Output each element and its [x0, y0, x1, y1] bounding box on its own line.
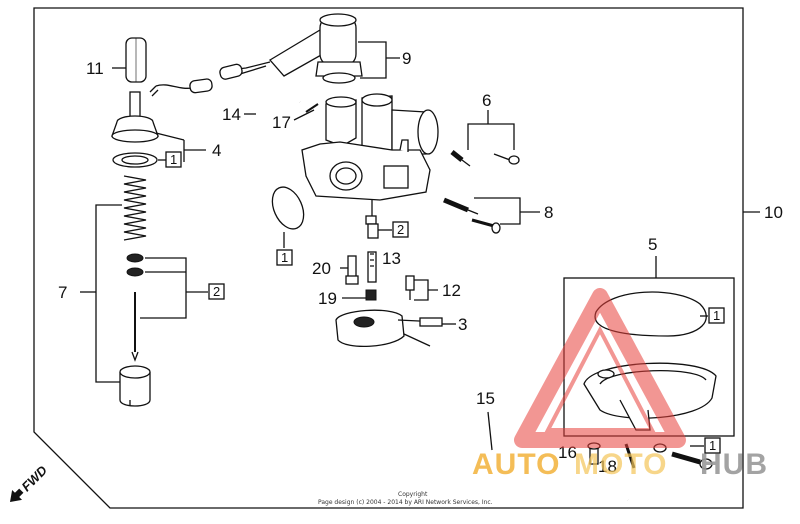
fwd-arrow-icon	[10, 488, 24, 502]
watermark-logo	[514, 288, 686, 448]
part-cable-clip	[149, 78, 213, 97]
bracket-6	[467, 110, 515, 150]
callout-5: 5	[648, 235, 657, 254]
carburetor-body	[301, 93, 439, 225]
diagram-frame	[33, 7, 744, 509]
part-20-jet	[340, 255, 359, 285]
boxed-ref-20-label: 1	[281, 250, 288, 265]
part-7-throttle-slide	[119, 365, 151, 407]
part-7-spring	[123, 175, 147, 241]
callout-19: 19	[318, 289, 337, 308]
callout-3: 3	[458, 315, 467, 334]
part-4-top-cap	[111, 91, 206, 168]
copyright-line-2: Page design (c) 2004 - 2014 by ARI Netwo…	[318, 499, 493, 506]
boxed-ref-4	[165, 151, 182, 168]
boxed-ref-5	[708, 307, 725, 324]
bracket-12	[414, 279, 438, 301]
callout-4: 4	[212, 141, 221, 160]
callout-7: 7	[58, 283, 67, 302]
part-jet	[367, 223, 392, 239]
boxed-ref-7	[208, 283, 225, 300]
callout-6: 6	[482, 91, 491, 110]
part-14-tube	[254, 83, 301, 128]
part-11-cap	[112, 37, 147, 83]
watermark-text-auto: AUTO	[472, 448, 560, 481]
boxed-ref-20	[276, 249, 293, 266]
part-6-screws	[450, 150, 520, 167]
callout-15: 15	[476, 389, 495, 408]
part-3-float	[335, 309, 443, 348]
copyright-line-1: Copyright	[398, 491, 428, 498]
fwd-indicator: FWD	[10, 462, 50, 502]
watermark-triangle	[514, 288, 686, 448]
part-12-needle-valve	[405, 275, 415, 300]
boxed-ref-18	[704, 437, 721, 454]
boxed-ref-4-label: 1	[170, 152, 177, 167]
bracket-9	[358, 41, 400, 79]
part-7-clip-parts	[126, 253, 144, 362]
part-9-auto-choke	[219, 13, 363, 84]
callout-14: 14	[222, 105, 241, 124]
callout-20: 20	[312, 259, 331, 278]
fwd-label: FWD	[18, 462, 50, 494]
bracket-2-left	[140, 257, 208, 319]
boxed-ref-13-top	[392, 221, 409, 238]
callout-12: 12	[442, 281, 461, 300]
boxed-ref-18-label: 1	[709, 438, 716, 453]
callout-17: 17	[272, 113, 291, 132]
part-19-plug	[365, 289, 377, 301]
part-15-drain-hose	[368, 449, 630, 504]
boxed-ref-5-label: 1	[713, 308, 720, 323]
bracket-8	[474, 197, 540, 225]
callout-9: 9	[402, 49, 411, 68]
watermark-text-moto: MOTO	[574, 448, 667, 481]
watermark-text-hub: HUB	[700, 448, 768, 481]
part-drain-screw	[671, 451, 713, 470]
part-13-jet	[367, 251, 377, 283]
callout-10: 10	[764, 203, 783, 222]
callout-13: 13	[382, 249, 401, 268]
callout-8: 8	[544, 203, 553, 222]
boxed-ref-13-top-label: 2	[397, 222, 404, 237]
part-8-screws	[443, 197, 501, 234]
bracket-7	[95, 204, 122, 383]
leader-15	[487, 411, 493, 451]
part-o-ring	[271, 186, 305, 230]
callout-18: 18	[598, 457, 617, 476]
boxed-ref-7-label: 2	[213, 284, 220, 299]
callout-11: 11	[86, 59, 104, 78]
